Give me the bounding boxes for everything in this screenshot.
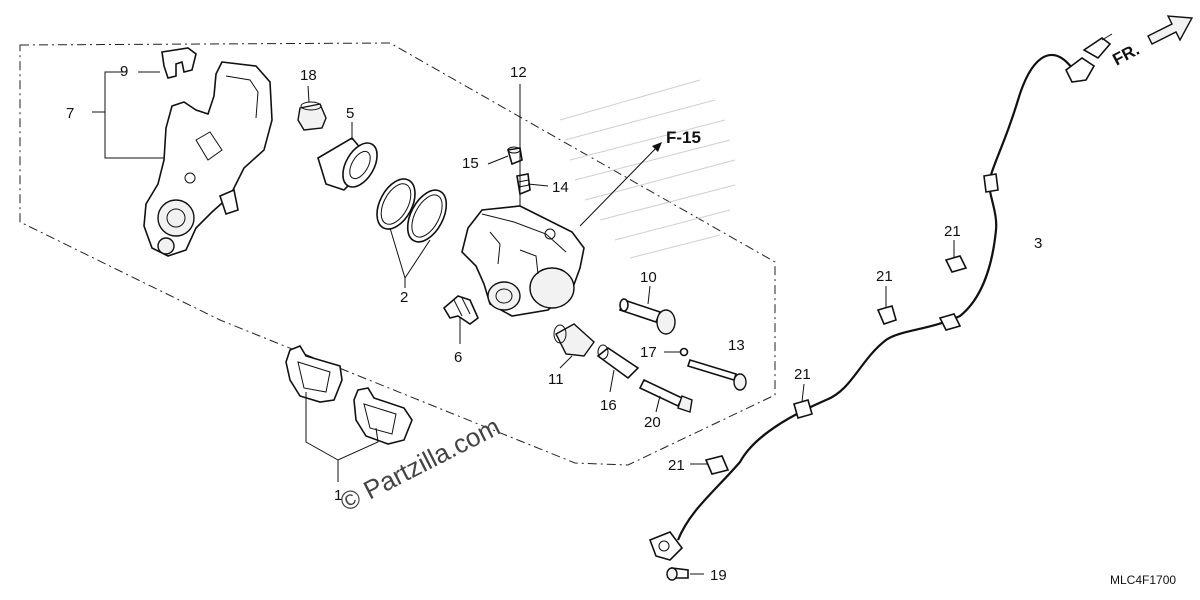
callout-12: 12 [510,64,527,81]
part-19-bolt [666,567,689,581]
callout-21-d: 21 [668,457,685,474]
part-20-bolt [638,378,693,413]
part-5-piston [317,136,378,191]
callout-18: 18 [300,67,317,84]
part-13-pad-pin [686,359,747,391]
callout-16: 16 [600,397,617,414]
callout-11: 11 [548,371,564,388]
callout-19: 19 [710,567,727,584]
assembly-boundary-dashed [19,42,776,466]
leader-lines [92,71,955,575]
callout-14: 14 [552,179,569,196]
part-11-pin-boot [553,323,595,357]
callout-3: 3 [1034,235,1042,252]
callout-20: 20 [644,414,661,431]
caliper-shading [559,79,736,259]
front-direction-label: FR. [1109,40,1142,70]
diagram-code: MLC4F1700 [1110,573,1176,587]
callout-21-c: 21 [794,366,811,383]
callout-2: 2 [400,289,408,306]
callout-10: 10 [640,269,657,286]
callout-1: 1 [334,487,342,504]
front-direction-arrow [1147,15,1194,45]
callout-9: 9 [120,63,128,80]
callout-5: 5 [346,105,354,122]
callout-15: 15 [462,155,479,172]
part-10-pin-bolt [618,298,676,335]
part-2-seals [376,178,448,243]
callout-6: 6 [454,349,462,366]
part-12-caliper-body [461,205,585,317]
reference-f15: F-15 [666,128,701,147]
part-3-abs-sensor-cable [648,33,1113,561]
callout-7: 7 [66,105,74,122]
part-9-clip [161,47,197,79]
part-17-o-ring [679,347,689,357]
part-7-caliper-bracket [143,61,273,257]
callout-21-a: 21 [944,223,961,240]
callout-17: 17 [640,344,657,361]
part-1-brake-pads [285,345,413,445]
part-21-clips [704,255,968,475]
part-6-pad-spring [442,295,479,325]
callout-13: 13 [728,337,745,354]
part-16-sleeve [596,344,640,380]
part-18-boot [297,101,327,131]
callout-21-b: 21 [876,268,893,285]
